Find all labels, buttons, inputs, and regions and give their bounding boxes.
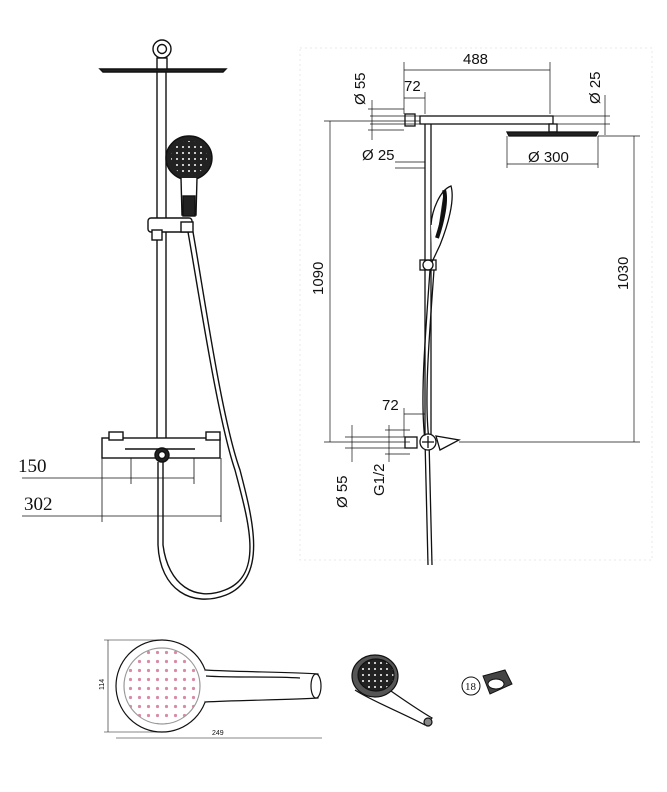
dim-25-left-label: Ø 25 <box>362 147 395 164</box>
dim-114-label: 114 <box>99 679 106 690</box>
dim-249-label: 249 <box>212 730 224 737</box>
dim-302-label: 302 <box>24 494 53 515</box>
dim-150-label: 150 <box>18 456 47 477</box>
side-slider <box>422 259 434 271</box>
side-shower-arm <box>419 115 554 125</box>
side-view <box>324 62 640 566</box>
dim-300-label: Ø 300 <box>528 149 569 166</box>
dim-72-bottom-label: 72 <box>382 397 399 414</box>
part-callout-circle <box>461 676 481 696</box>
hose-outer <box>162 231 251 595</box>
top-mount-ring <box>152 39 172 59</box>
shower-arm-joint <box>156 57 168 70</box>
dim-55-top-label: Ø 55 <box>352 72 369 105</box>
top-mount-ring-inner <box>156 43 168 55</box>
dim-1030-label: 1030 <box>615 257 632 290</box>
handshower-detail <box>104 639 322 739</box>
side-mixer-lever <box>435 435 461 451</box>
dim-g12-label: G1/2 <box>371 463 388 496</box>
hose-inner <box>157 231 255 600</box>
handshower-handle <box>204 669 319 703</box>
dim-55-bottom-label: Ø 55 <box>334 475 351 508</box>
side-view-frame <box>299 47 653 561</box>
dim-72-top-label: 72 <box>404 78 421 95</box>
front-view <box>22 39 255 600</box>
dim-25-top-label: Ø 25 <box>587 71 604 104</box>
part-callout-number: 18 <box>465 681 477 693</box>
side-hose <box>422 269 431 566</box>
overhead-shower-head <box>98 68 228 73</box>
dim-488-label: 488 <box>463 51 488 68</box>
handshower-perspective <box>351 654 433 727</box>
side-overhead-head <box>505 131 600 137</box>
wall-bracket-bottom <box>404 436 418 449</box>
wall-bracket-top <box>404 113 416 127</box>
part-18 <box>461 669 513 696</box>
dim-1090-label: 1090 <box>310 262 327 295</box>
